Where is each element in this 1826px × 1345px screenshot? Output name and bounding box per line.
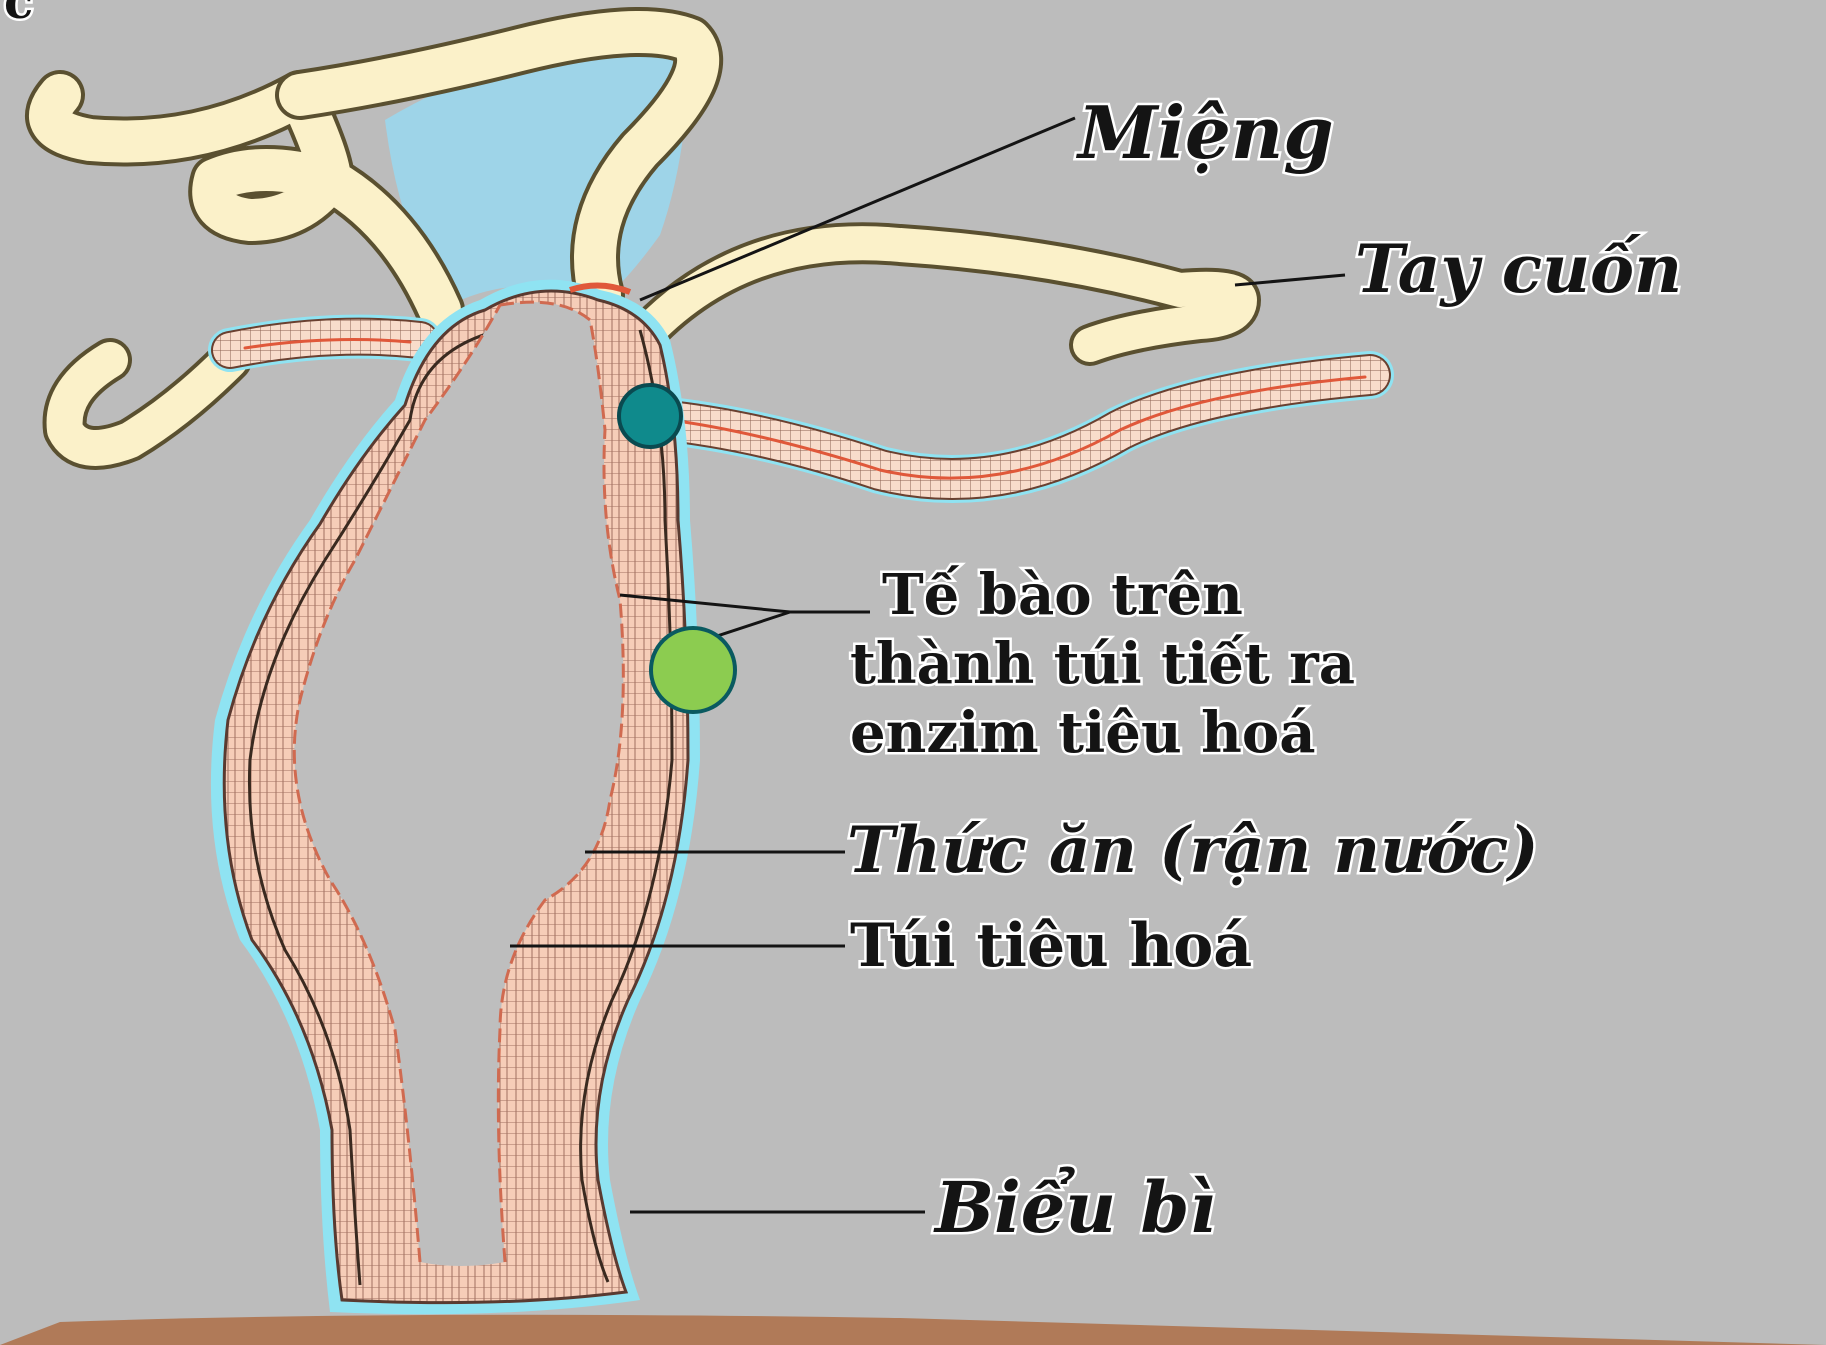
marker-teal <box>619 385 681 447</box>
marker-green <box>651 628 735 712</box>
label-mouth: Miệng <box>1075 90 1334 175</box>
label-epidermis: Biểu bì <box>933 1166 1216 1249</box>
label-cells-line3: enzim tiêu hoá <box>850 700 1316 766</box>
label-food: Thức ăn (rận nước) <box>847 813 1539 888</box>
label-cells-line1: Tế bào trên <box>882 562 1243 628</box>
label-cells-line2: thành túi tiết ra <box>850 631 1355 697</box>
ground-strip <box>0 1315 1826 1345</box>
corner-letter: c <box>4 0 33 30</box>
label-tentacle: Tay cuốn <box>1355 230 1682 308</box>
label-sac: Túi tiêu hoá <box>850 911 1252 981</box>
